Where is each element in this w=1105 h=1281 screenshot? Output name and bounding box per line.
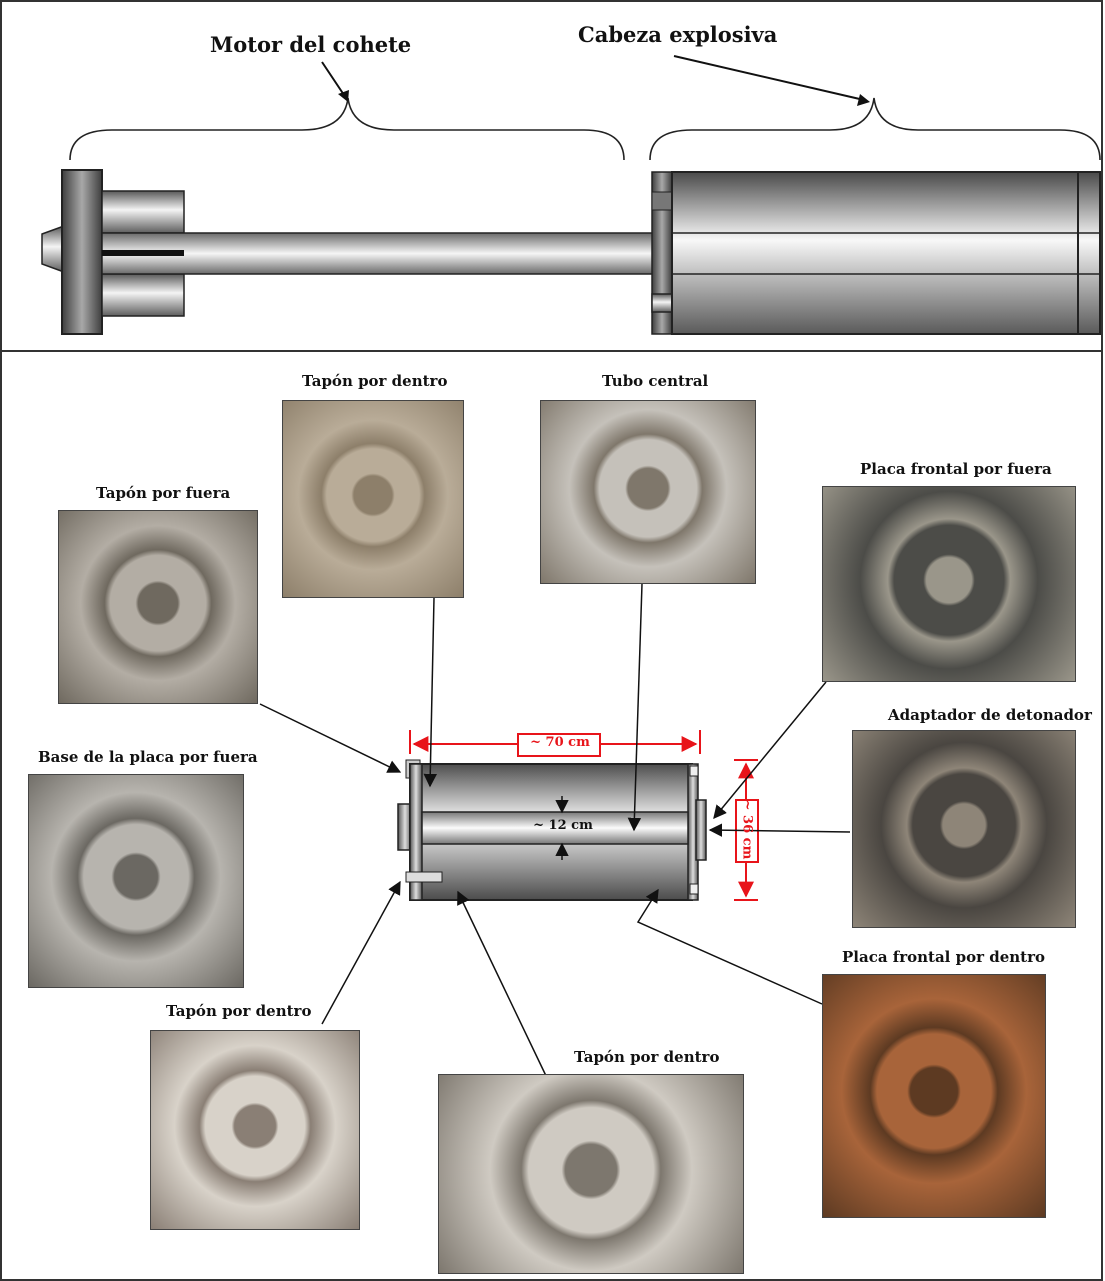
photo-label-adaptador-de-detonador: Adaptador de detonador — [888, 706, 1092, 724]
photo-tapon-por-dentro-left — [150, 1030, 360, 1230]
photo-placa-frontal-por-dentro — [822, 974, 1046, 1218]
photo-label-tapon-por-dentro-left: Tapón por dentro — [166, 1002, 311, 1020]
photo-base-de-la-placa-por-fuera — [28, 774, 244, 988]
motor-fin-upper — [102, 191, 184, 233]
warhead-label: Cabeza explosiva — [578, 22, 777, 47]
tube-dimension-label: ~ 12 cm — [528, 818, 598, 833]
components-panel: ~ 70 cm ~ 36 cm ~ 12 cm Tapón por dentro… — [0, 352, 1103, 1281]
photo-tapon-por-fuera — [58, 510, 258, 704]
rocket-schematic — [2, 2, 1105, 354]
motor-end-disc — [62, 170, 102, 334]
motor-tube — [102, 233, 654, 274]
photo-label-tapon-por-fuera: Tapón por fuera — [96, 484, 230, 502]
photo-placa-frontal-por-fuera — [822, 486, 1076, 682]
photo-label-base-de-la-placa-por-fuera: Base de la placa por fuera — [38, 748, 258, 766]
length-dimension-label: ~ 70 cm — [522, 735, 598, 750]
photo-label-placa-frontal-por-fuera: Placa frontal por fuera — [860, 460, 1052, 478]
photo-label-tubo-central: Tubo central — [602, 372, 708, 390]
photo-label-tapon-por-dentro-bottom: Tapón por dentro — [574, 1048, 719, 1066]
rocket-schematic-panel: Motor del cohete Cabeza explosiva — [0, 0, 1103, 352]
motor-label: Motor del cohete — [210, 32, 411, 57]
photo-adaptador-de-detonador — [852, 730, 1076, 928]
motor-fin-lower — [102, 274, 184, 316]
photo-tubo-central — [540, 400, 756, 584]
warhead-brace — [650, 98, 1100, 160]
photo-tapon-por-dentro-bottom — [438, 1074, 744, 1274]
nozzle-cone — [42, 226, 64, 272]
warhead-body — [672, 172, 1100, 334]
motor-brace — [70, 98, 624, 160]
photo-label-tapon-por-dentro-top: Tapón por dentro — [302, 372, 447, 390]
photo-label-placa-frontal-por-dentro: Placa frontal por dentro — [842, 948, 1045, 966]
diameter-dimension-label: ~ 36 cm — [740, 799, 755, 861]
photo-tapon-por-dentro-top — [282, 400, 464, 598]
